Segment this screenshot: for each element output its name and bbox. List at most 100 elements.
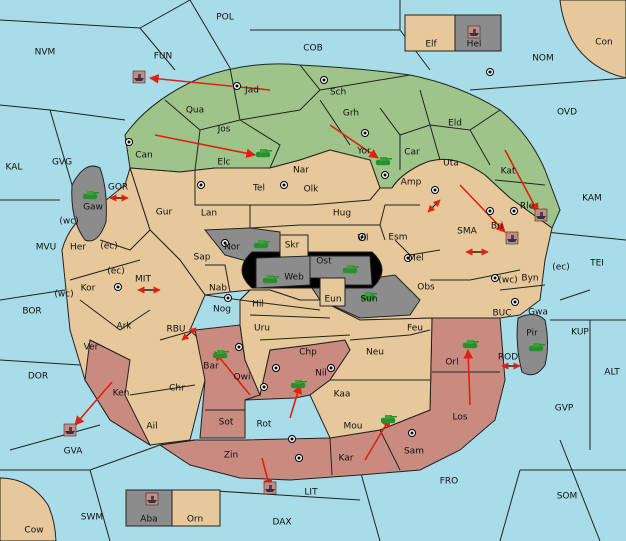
region-orn[interactable] bbox=[171, 489, 221, 527]
land-label-mel: Mel bbox=[408, 254, 424, 264]
region-elf[interactable] bbox=[404, 14, 456, 52]
land-label-eld: Eld bbox=[448, 119, 462, 129]
tank-icon[interactable] bbox=[262, 275, 279, 284]
land-borders bbox=[69, 64, 546, 476]
tank-icon[interactable] bbox=[528, 343, 545, 352]
land-label-sap: Sap bbox=[194, 253, 211, 263]
land-label-mou: Mou bbox=[344, 422, 363, 432]
sea-label-rbu: RBU bbox=[166, 325, 185, 335]
ship-icon[interactable] bbox=[505, 231, 519, 245]
center-dot-icon bbox=[290, 437, 294, 441]
tank-icon[interactable] bbox=[360, 292, 377, 301]
land-label-zin: Zin bbox=[224, 451, 238, 461]
center-dot-icon bbox=[262, 385, 266, 389]
tank-icon[interactable] bbox=[253, 240, 270, 249]
ship-icon[interactable] bbox=[145, 492, 159, 506]
sea-label-fun: FUN bbox=[154, 52, 173, 62]
land-label-orl: Orl bbox=[445, 358, 458, 368]
center-dot-icon bbox=[235, 84, 239, 88]
region-eun[interactable] bbox=[319, 277, 346, 307]
land-label-kaa: Kaa bbox=[334, 390, 351, 400]
sea-label-kup: KUP bbox=[571, 328, 589, 338]
center-dot-icon bbox=[282, 183, 286, 187]
land-label-sun: Sun bbox=[360, 295, 377, 305]
land-label-nil: Nil bbox=[315, 369, 327, 379]
land-label-pir: Pir bbox=[526, 329, 538, 339]
tank-icon[interactable] bbox=[342, 265, 359, 274]
land-label-sam: Sam bbox=[404, 447, 424, 457]
center-dot-icon bbox=[199, 183, 203, 187]
center-dot-icon bbox=[237, 345, 241, 349]
land-label-feu: Feu bbox=[407, 324, 423, 334]
center-dot-icon bbox=[488, 70, 492, 74]
land-label-web: Web bbox=[284, 273, 304, 283]
center-dot-icon bbox=[512, 209, 516, 213]
center-dot-icon bbox=[363, 131, 367, 135]
region-aba[interactable] bbox=[125, 489, 173, 527]
inset-label-elf: Elf bbox=[425, 40, 437, 50]
tank-icon[interactable] bbox=[462, 340, 479, 349]
center-dot-icon bbox=[433, 188, 437, 192]
land-label-uta: Uta bbox=[443, 159, 459, 169]
sea-label-tei: TEI bbox=[589, 259, 604, 269]
land-label-gaw: Gaw bbox=[83, 203, 103, 213]
ship-icon[interactable] bbox=[263, 481, 277, 495]
sea-label-cow: Cow bbox=[24, 526, 43, 536]
sea-label-buc: BUC bbox=[492, 309, 511, 319]
sea-label-cob: COB bbox=[303, 44, 323, 54]
coast-labels: (wc) (ec) (ec) (wc) (wc) (ec) bbox=[54, 217, 569, 300]
ship-icon[interactable] bbox=[63, 423, 77, 437]
coast-label-kor-ec: (ec) bbox=[107, 267, 125, 277]
coast-label-her-wc: (wc) bbox=[59, 217, 78, 227]
ship-icon[interactable] bbox=[534, 208, 548, 222]
south-red-land bbox=[158, 317, 506, 481]
land-label-nog: Nog bbox=[213, 305, 231, 315]
region-pir[interactable] bbox=[516, 314, 548, 376]
land-label-bri: Bri bbox=[491, 222, 503, 232]
ship-icon[interactable] bbox=[132, 70, 146, 84]
land-label-lan: Lan bbox=[201, 209, 217, 219]
inset-label-orn: Orn bbox=[187, 515, 203, 525]
land-label-nab: Nab bbox=[209, 284, 227, 294]
center-dot-icon bbox=[226, 296, 230, 300]
region-gaw[interactable] bbox=[71, 165, 107, 242]
sea-label-lit: LIT bbox=[304, 488, 318, 498]
tank-icon[interactable] bbox=[380, 415, 397, 424]
land-label-nor: Nor bbox=[224, 243, 240, 253]
land-label-elc: Elc bbox=[217, 158, 230, 168]
tank-icon[interactable] bbox=[290, 380, 307, 389]
tank-icon[interactable] bbox=[82, 191, 99, 200]
tank-icon[interactable] bbox=[375, 157, 392, 166]
inset-labels: Elf Hel Aba Orn bbox=[140, 40, 481, 525]
move-arrows bbox=[74, 74, 539, 489]
center-dot-icon bbox=[274, 366, 278, 370]
connection-arrows bbox=[109, 194, 521, 370]
land-label-uru: Uru bbox=[254, 324, 270, 334]
sea-label-ovd: OVD bbox=[557, 108, 577, 118]
land-label-sch: Sch bbox=[330, 88, 346, 98]
supply-centers bbox=[114, 68, 519, 462]
land-label-kor: Kor bbox=[81, 284, 96, 294]
sea-label-sma: SMA bbox=[457, 227, 477, 237]
sea-label-dax: DAX bbox=[272, 518, 291, 528]
coast-label-kor-wc: (wc) bbox=[54, 290, 73, 300]
tank-icon[interactable] bbox=[212, 350, 229, 359]
ship-icon[interactable] bbox=[467, 25, 481, 39]
center-dot-icon bbox=[406, 256, 410, 260]
region-con[interactable] bbox=[559, 0, 626, 79]
sea-label-gva: GVA bbox=[64, 447, 84, 457]
land-label-eun: Eun bbox=[324, 295, 341, 305]
land-label-chr: Chr bbox=[169, 384, 185, 394]
land-label-olk: Olk bbox=[304, 185, 320, 195]
land-label-ost: Ost bbox=[316, 257, 332, 267]
sea-label-fro: FRO bbox=[440, 477, 459, 487]
sea-label-alt: ALT bbox=[604, 368, 620, 378]
center-dot-icon bbox=[297, 456, 301, 460]
tank-icon[interactable] bbox=[255, 149, 272, 158]
sea-label-kam: KAM bbox=[582, 194, 602, 204]
units bbox=[63, 25, 548, 506]
region-cow[interactable] bbox=[0, 477, 57, 541]
land-label-amp: Amp bbox=[401, 178, 422, 188]
